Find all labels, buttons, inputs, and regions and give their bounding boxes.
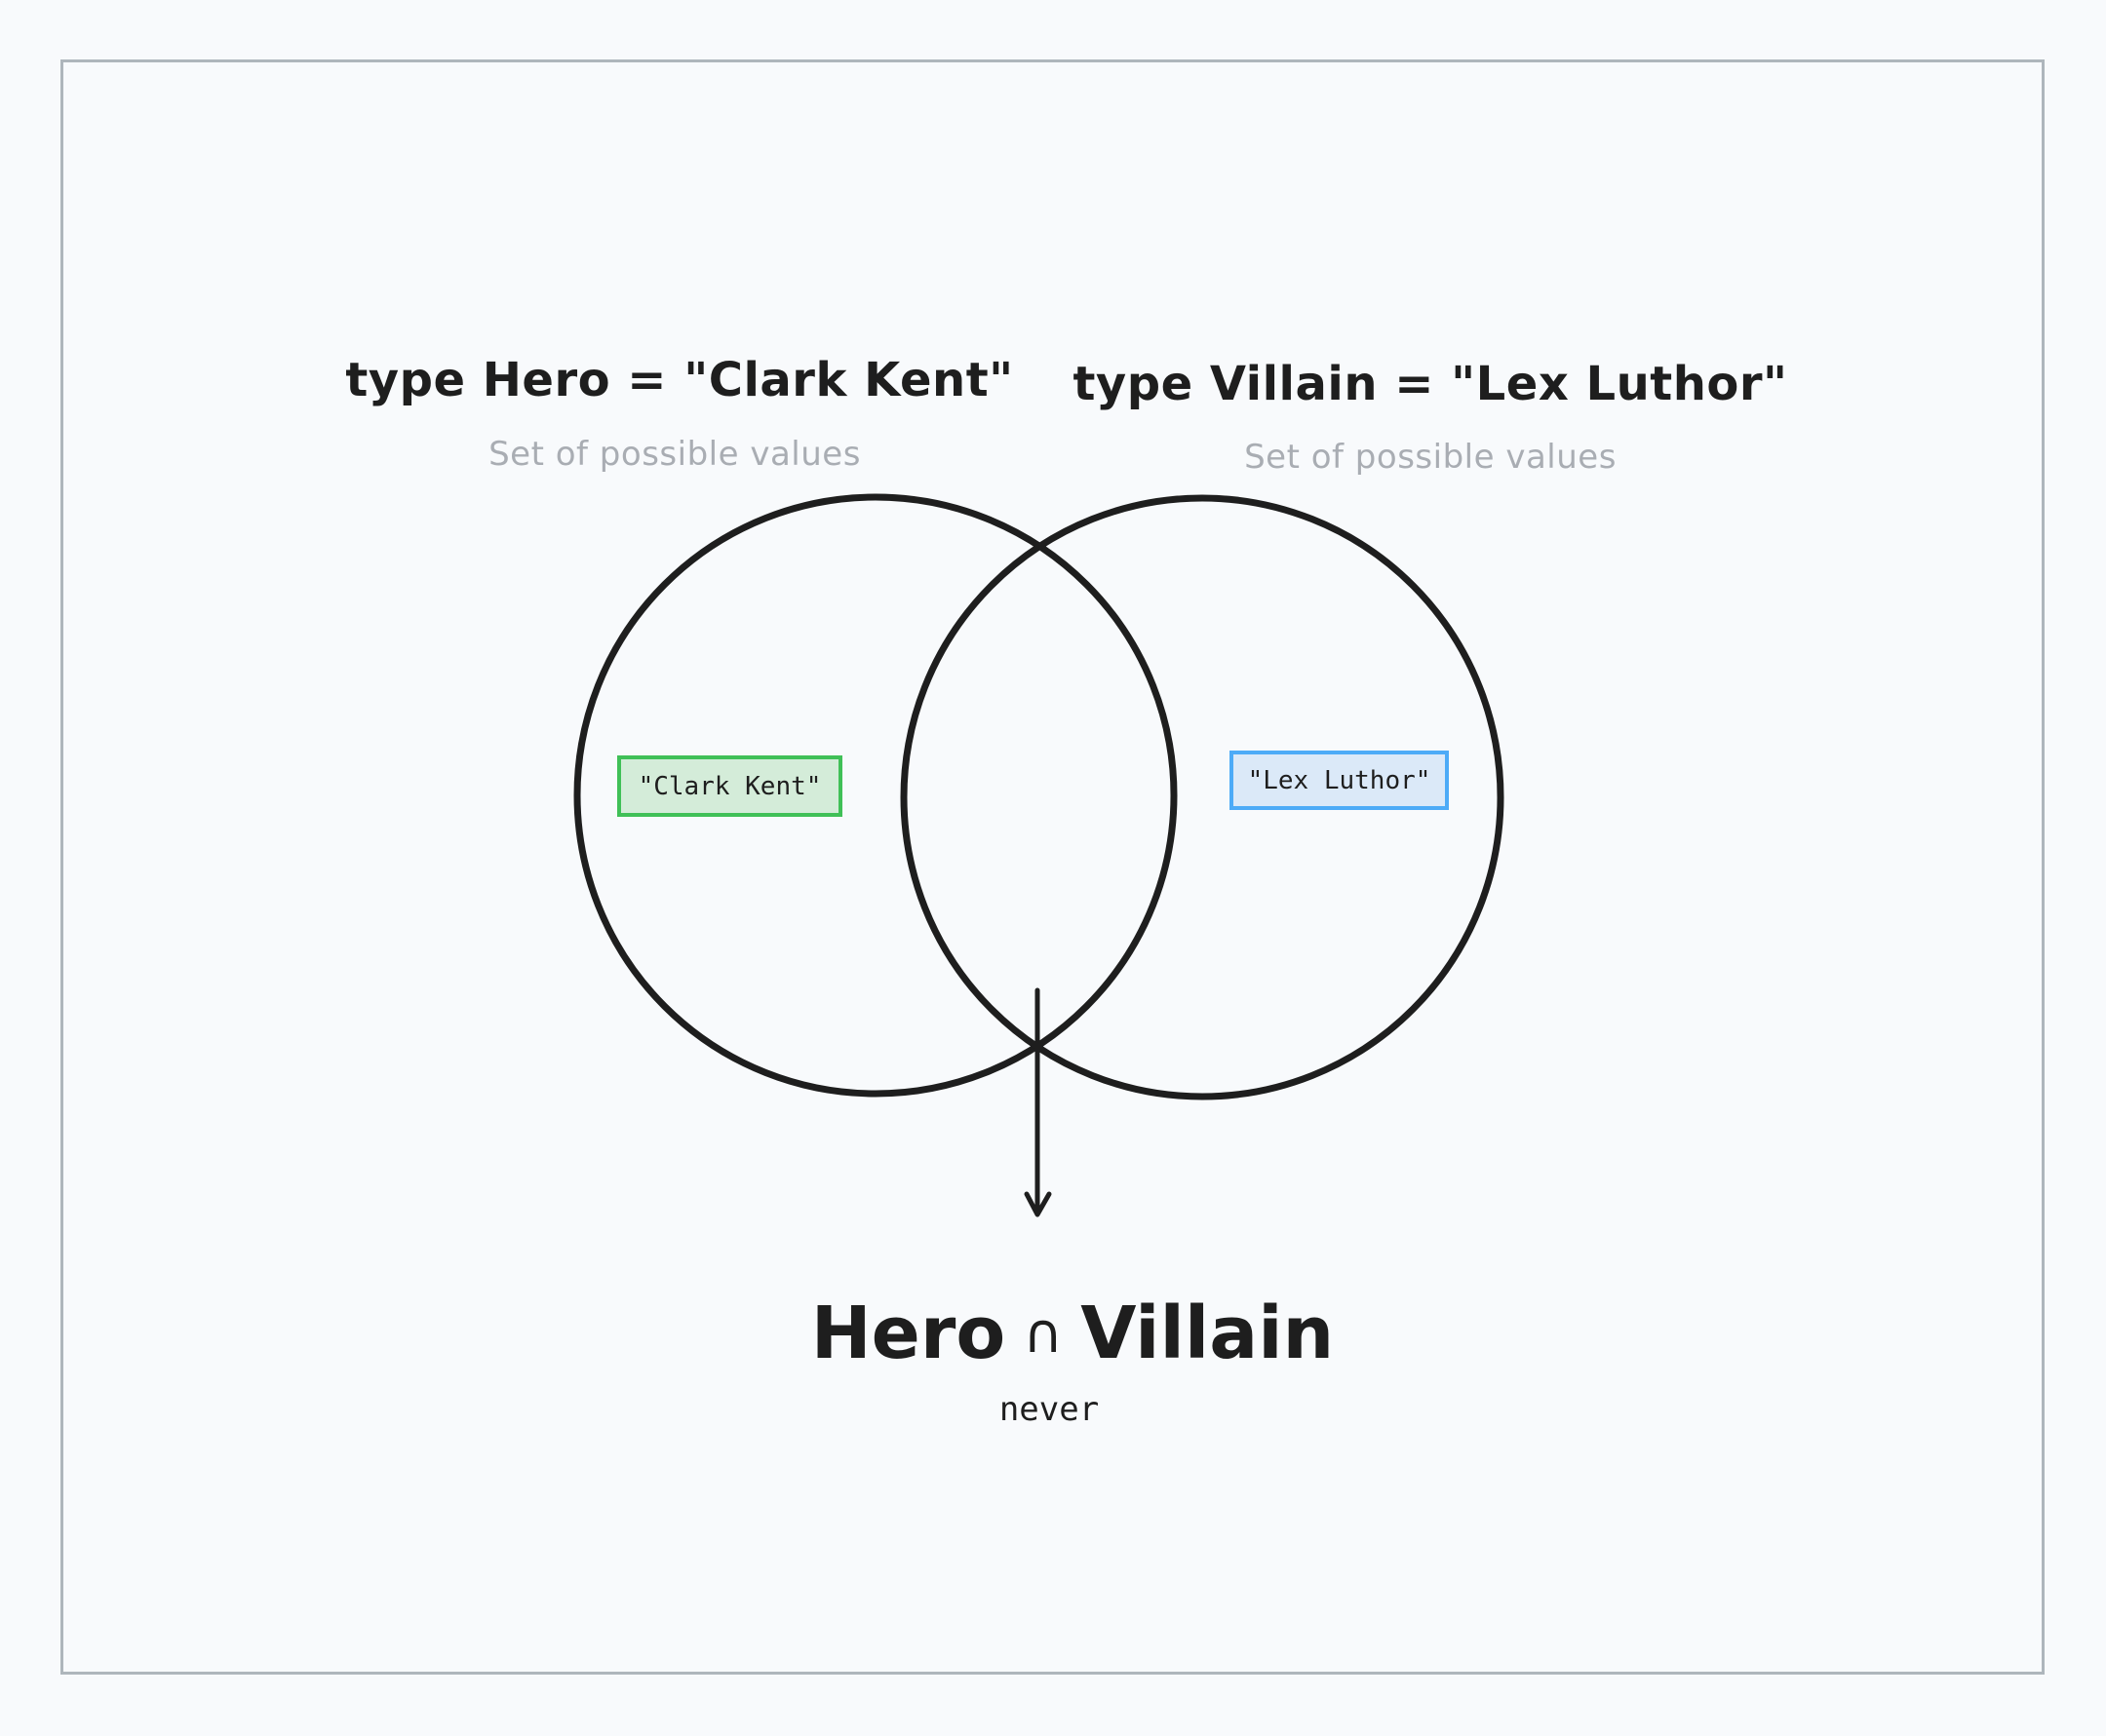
intersection-arrow-head — [1024, 1191, 1052, 1217]
hero-set-circle — [573, 493, 1178, 1098]
villain-value-box: "Lex Luthor" — [1229, 751, 1449, 810]
intersection-right-operand: Villain — [1080, 1292, 1335, 1375]
intersection-result: never — [998, 1390, 1100, 1429]
hero-value-box: "Clark Kent" — [617, 755, 842, 817]
intersection-expression: Hero ∩Villain — [811, 1292, 1335, 1375]
villain-value-label: "Lex Luthor" — [1247, 765, 1431, 795]
intersection-left-operand: Hero — [810, 1292, 1006, 1375]
villain-set-subtitle: Set of possible values — [1244, 438, 1617, 477]
villain-type-title: type Villain = "Lex Luthor" — [1072, 357, 1788, 411]
hero-type-title: type Hero = "Clark Kent" — [345, 353, 1014, 407]
hero-value-label: "Clark Kent" — [638, 771, 822, 801]
villain-set-circle — [900, 494, 1504, 1100]
diagram-frame — [60, 59, 2045, 1675]
hero-set-subtitle: Set of possible values — [488, 435, 861, 474]
intersection-operator: ∩ — [1023, 1302, 1064, 1366]
